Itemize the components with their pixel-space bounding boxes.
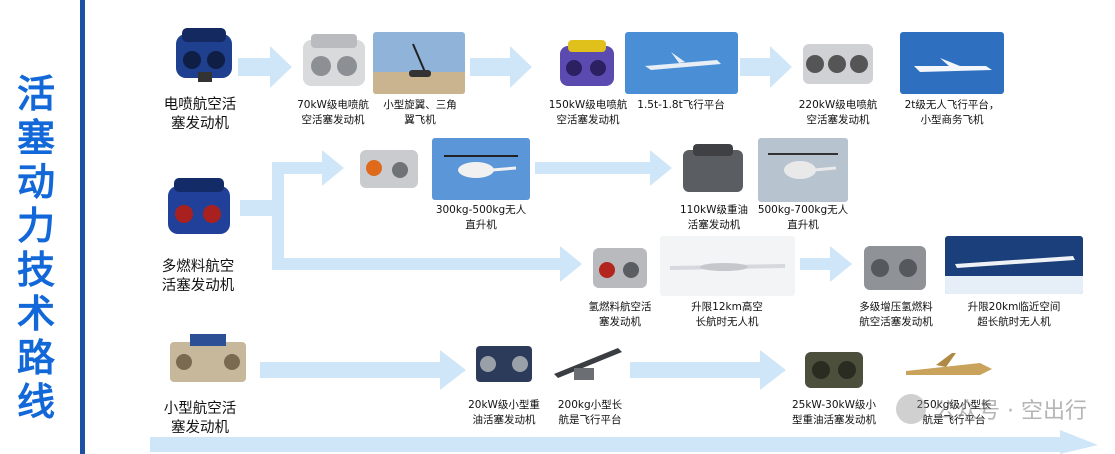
engine-image xyxy=(360,150,418,188)
title-char: 动 xyxy=(16,160,55,204)
aircraft-photo xyxy=(625,32,738,94)
arrow-row1-3 xyxy=(740,46,792,88)
engine-image xyxy=(303,34,365,86)
row1-main-label: 电喷航空活塞发动机 xyxy=(163,97,237,132)
engine-image xyxy=(593,248,647,288)
row3-main-label: 小型航空活塞发动机 xyxy=(163,401,237,436)
arrow-row2-upper xyxy=(535,150,672,186)
item-label: 220kW级电喷航空活塞发动机 xyxy=(798,99,878,126)
engine-image xyxy=(168,178,230,234)
title-char: 活 xyxy=(16,72,55,116)
item-label: 氢燃料航空活塞发动机 xyxy=(588,301,652,328)
engine-image xyxy=(864,246,926,290)
title-char: 路 xyxy=(16,336,55,380)
wechat-logo-icon xyxy=(896,394,927,424)
item-label: 25kW-30kW级小型重油活塞发动机 xyxy=(791,399,876,426)
aircraft-photo xyxy=(373,32,465,94)
engine-image xyxy=(683,144,743,192)
uav-photo xyxy=(548,334,630,396)
item-label: 多级增压氢燃料航空活塞发动机 xyxy=(859,301,933,328)
title-char: 术 xyxy=(16,292,55,336)
engine-image xyxy=(176,28,232,82)
item-label: 110kW级重油活塞发动机 xyxy=(679,204,748,231)
item-label: 200kg小型长航是飞行平台 xyxy=(557,399,623,426)
item-label: 150kW级电喷航空活塞发动机 xyxy=(548,99,628,126)
item-label: 70kW级电喷航空活塞发动机 xyxy=(297,99,369,126)
engine-image xyxy=(476,346,532,382)
uav-photo xyxy=(945,236,1083,294)
uav-photo xyxy=(660,236,795,296)
engine-image xyxy=(803,44,873,84)
item-label: 250kg级小型长航是飞行平台 xyxy=(916,399,992,426)
arrow-row3-2 xyxy=(630,350,786,390)
item-label: 升限20km临近空间超长航时无人机 xyxy=(967,301,1061,328)
title-char: 线 xyxy=(16,380,55,424)
item-label: 2t级无人飞行平台，小型商务飞机 xyxy=(904,99,1000,126)
engine-image xyxy=(560,40,614,86)
sidebar-title: 活 塞 动 力 技 术 路 线 xyxy=(8,72,64,424)
engine-image xyxy=(805,352,863,388)
engine-image xyxy=(170,334,246,382)
watermark-text: 公众号 · 空出行 xyxy=(934,399,1087,424)
helicopter-photo xyxy=(432,138,530,200)
title-char: 技 xyxy=(16,248,55,292)
arrow-row2-branch xyxy=(240,150,582,282)
item-label: 500kg-700kg无人直升机 xyxy=(757,204,849,231)
item-label: 小型旋翼、三角翼飞机 xyxy=(383,99,457,126)
watermark: 公众号 · 空出行 xyxy=(896,393,1087,425)
uav-photo xyxy=(900,345,996,393)
arrow-row2-lower xyxy=(800,246,852,282)
arrow-row1-1 xyxy=(238,46,292,88)
aircraft-photo xyxy=(900,32,1004,94)
title-char: 塞 xyxy=(16,116,55,160)
sidebar-divider xyxy=(80,0,85,454)
arrow-timeline xyxy=(150,430,1098,454)
item-label: 20kW级小型重油活塞发动机 xyxy=(468,399,540,426)
item-label: 1.5t-1.8t飞行平台 xyxy=(637,99,725,111)
helicopter-photo xyxy=(758,138,848,202)
title-char: 力 xyxy=(16,204,55,248)
arrow-row1-2 xyxy=(470,46,532,88)
arrow-row3-1 xyxy=(260,350,466,390)
item-label: 300kg-500kg无人直升机 xyxy=(435,204,527,231)
row2-main-label: 多燃料航空活塞发动机 xyxy=(161,259,235,294)
item-label: 升限12km高空长航时无人机 xyxy=(691,301,763,328)
